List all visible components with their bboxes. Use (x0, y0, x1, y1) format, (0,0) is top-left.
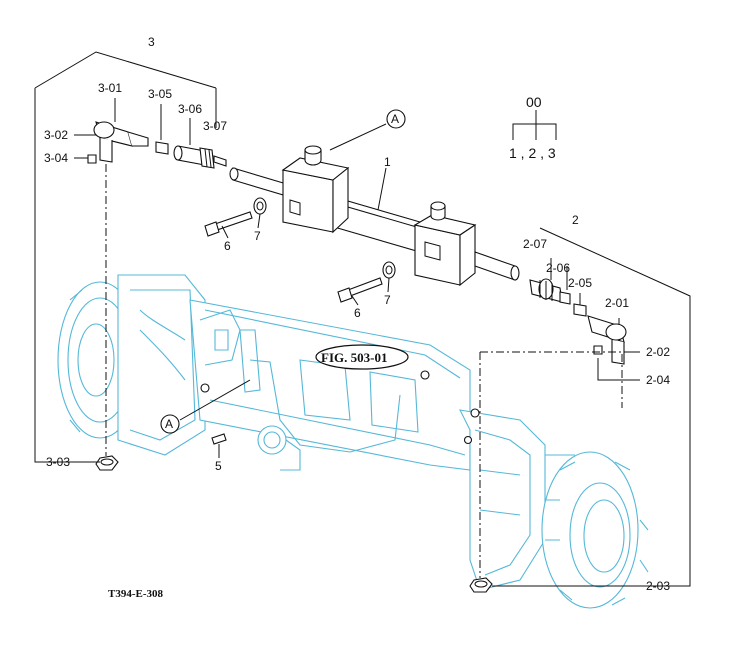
callout-3-04: 3-04 (44, 151, 68, 165)
callout-2-06: 2-06 (546, 261, 570, 275)
mounting-bolt-upper (204, 197, 267, 237)
callout-1: 1 (384, 155, 391, 169)
callout-3: 3 (148, 35, 155, 49)
callout-2-03: 2-03 (646, 579, 670, 593)
svg-text:A: A (391, 112, 399, 126)
callout-7-upper: 7 (254, 229, 261, 243)
callout-2: 2 (572, 213, 579, 227)
pin-part-5 (211, 433, 227, 445)
callout-2-02: 2-02 (646, 345, 670, 359)
svg-text:FIG. 503-01: FIG. 503-01 (321, 350, 387, 365)
callout-6-upper: 6 (224, 239, 231, 253)
steering-cylinder (229, 145, 520, 287)
callout-3-06: 3-06 (178, 102, 202, 116)
leader-lines (34, 51, 691, 587)
left-tie-rod-end-assembly (87, 121, 227, 471)
svg-text:A: A (165, 417, 173, 431)
view-marker-a-upper: A (386, 109, 406, 129)
document-code: T394-E-308 (108, 588, 164, 600)
callout-3-03: 3-03 (46, 455, 70, 469)
callout-6-lower: 6 (354, 306, 361, 320)
callout-5: 5 (215, 459, 222, 473)
callout-2-05: 2-05 (568, 276, 592, 290)
callout-2-07: 2-07 (523, 237, 547, 251)
view-marker-a-lower: A (160, 414, 180, 434)
callout-2-04: 2-04 (646, 373, 670, 387)
callout-3-01: 3-01 (98, 81, 122, 95)
front-axle-housing (57, 274, 649, 609)
callout-3-02: 3-02 (44, 128, 68, 142)
callout-3-07: 3-07 (203, 119, 227, 133)
right-tie-rod-end-assembly (469, 278, 627, 593)
figure-reference-label: FIG. 503-01 (315, 344, 409, 370)
callouts: 3 3-01 3-05 3-06 3-07 3-02 3-04 3-03 1 6… (44, 35, 670, 593)
model-code-legend: 00 1 , 2 , 3 (509, 94, 556, 161)
svg-text:1 , 2 , 3: 1 , 2 , 3 (509, 145, 556, 161)
callout-7-lower: 7 (384, 293, 391, 307)
mounting-bolt-lower (337, 261, 396, 303)
callout-2-01: 2-01 (605, 296, 629, 310)
callout-3-05: 3-05 (148, 87, 172, 101)
svg-text:00: 00 (526, 94, 542, 110)
